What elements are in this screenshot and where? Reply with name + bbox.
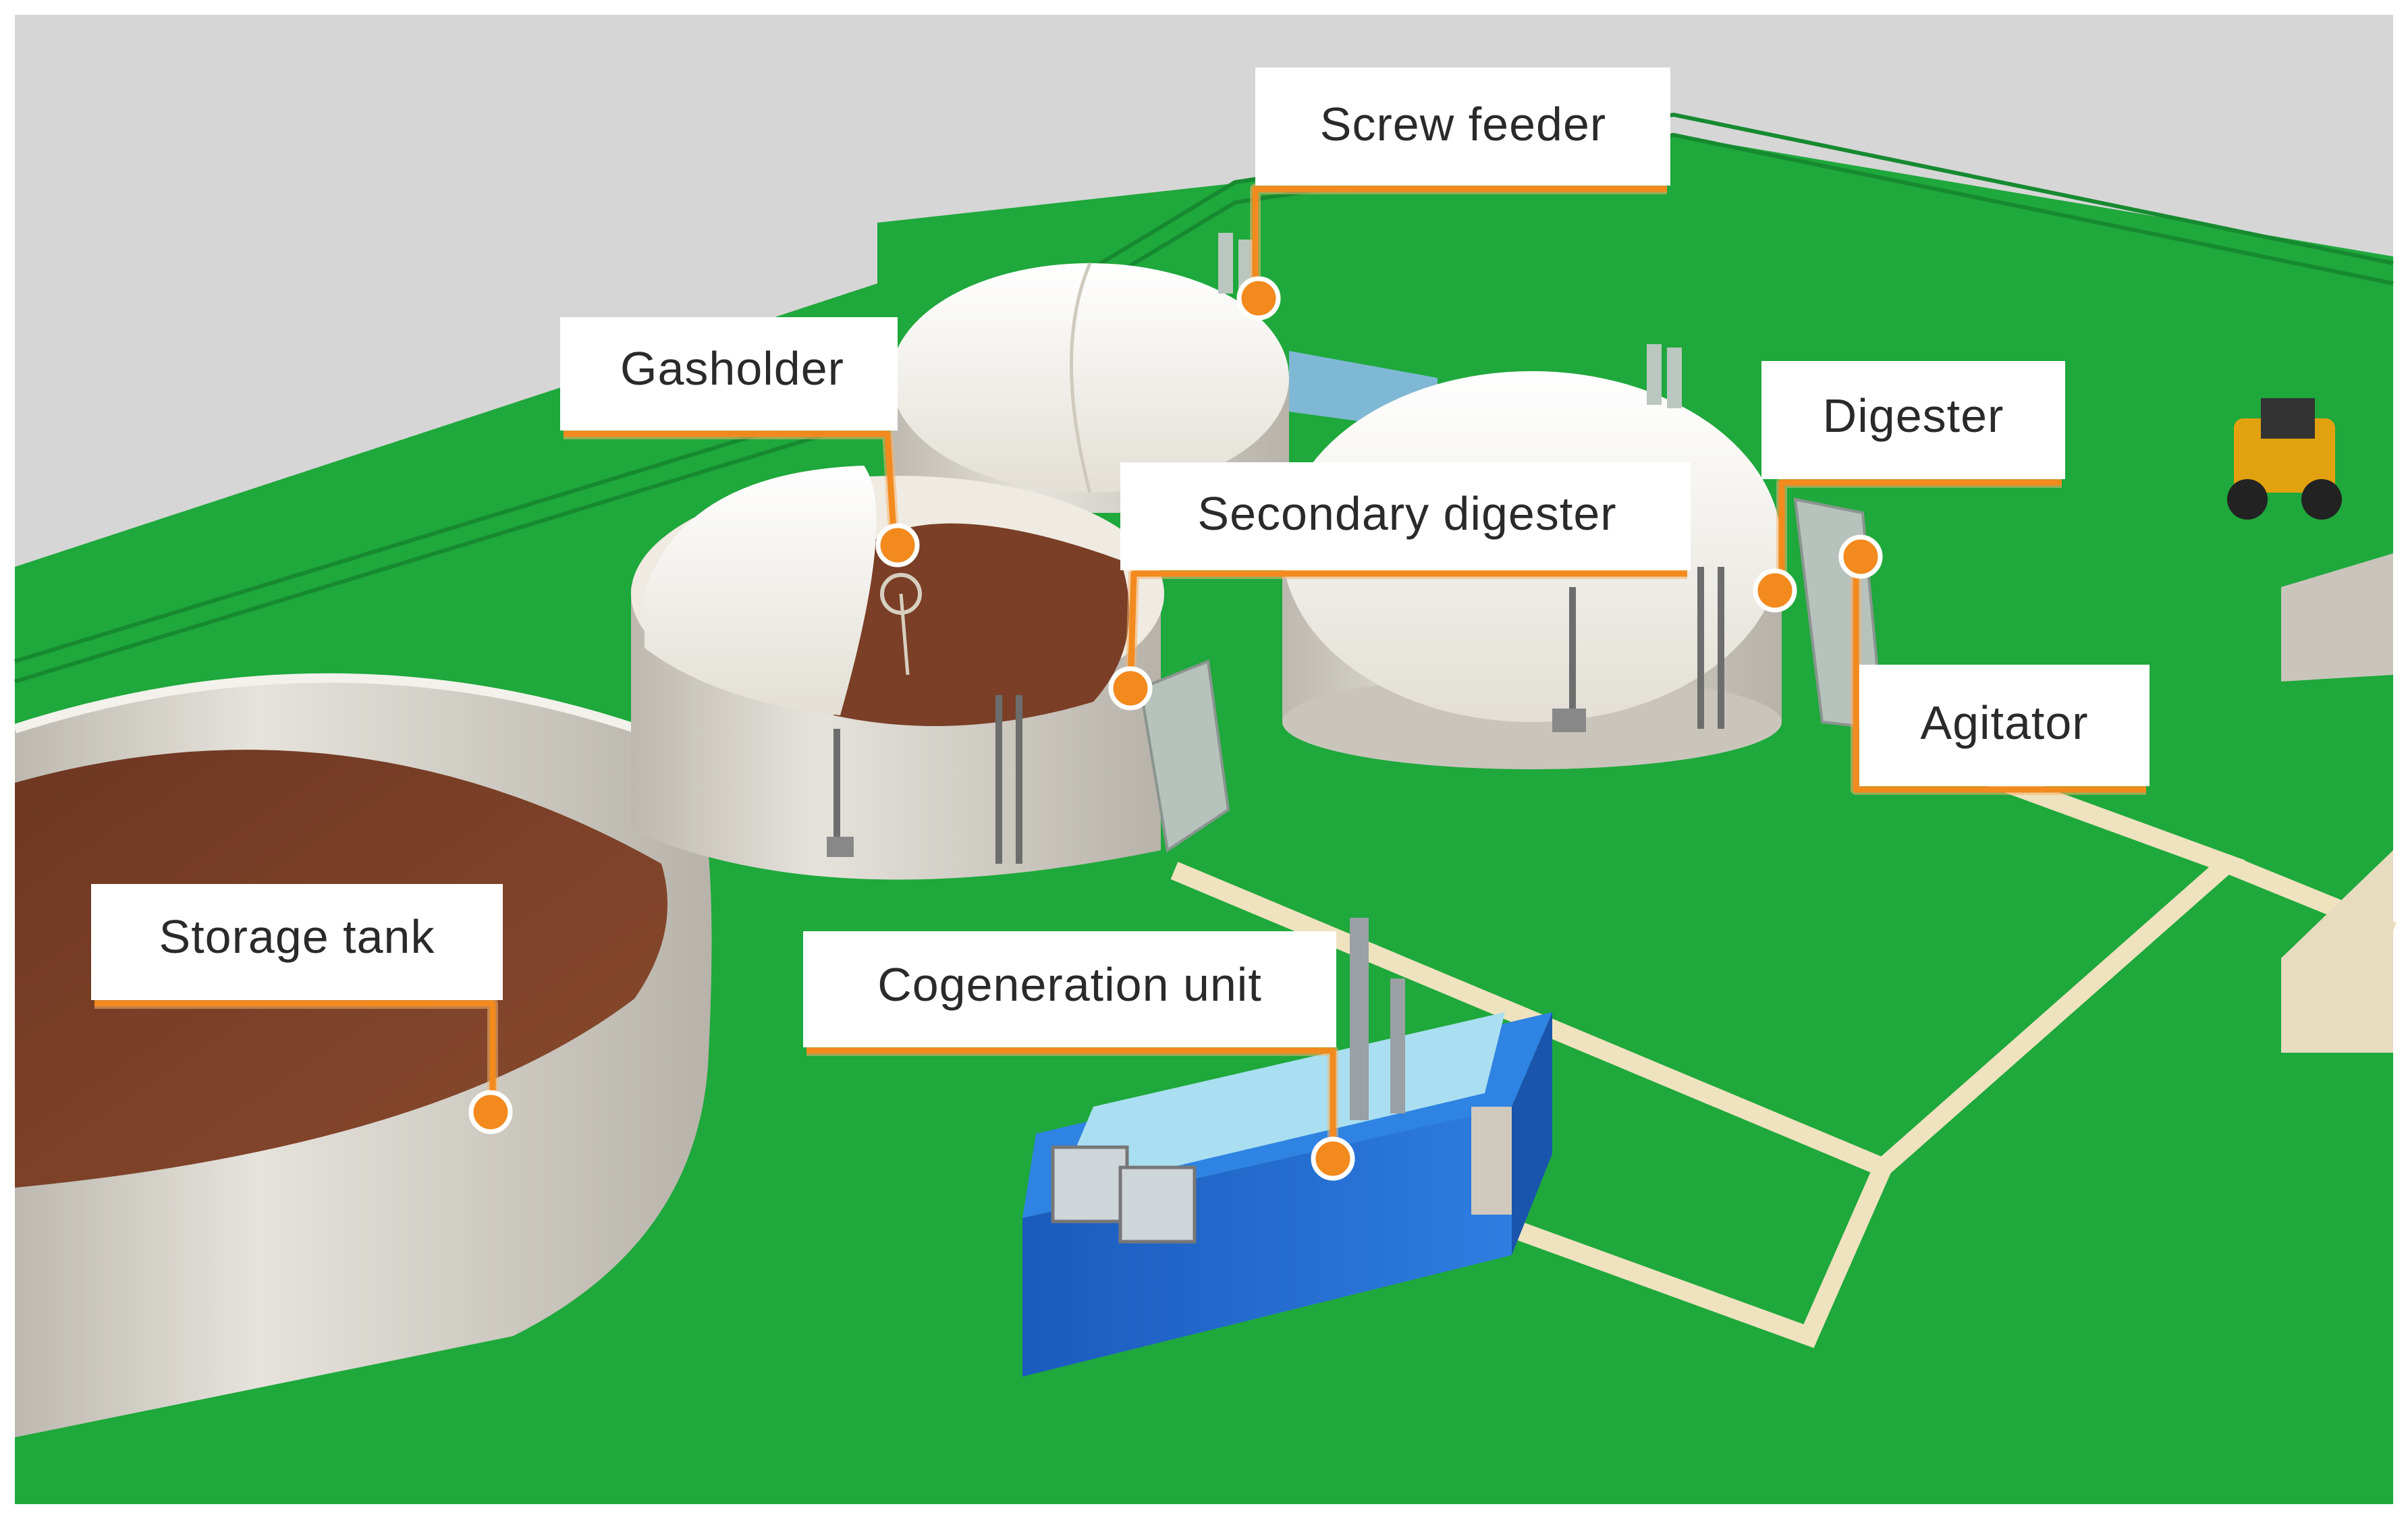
cogeneration-unit-marker xyxy=(1311,1136,1355,1181)
label-digester: Digester xyxy=(1761,361,2065,479)
leader-lines xyxy=(94,184,2146,1157)
label-agitator: Agitator xyxy=(1859,665,2150,786)
secondary-digester-text: Secondary digester xyxy=(1197,487,1616,540)
screw-feeder-text: Screw feeder xyxy=(1320,98,1606,150)
fence xyxy=(14,112,2394,684)
wheel-loader xyxy=(2227,398,2342,520)
label-screw-feeder: Screw feeder xyxy=(1255,67,1670,186)
storage-tank-marker xyxy=(468,1090,513,1134)
digester-marker xyxy=(1753,568,1797,613)
secondary-digester-marker xyxy=(1108,666,1153,711)
shed-building xyxy=(2281,553,2393,682)
label-gasholder: Gasholder xyxy=(560,317,898,431)
screw-feeder-marker xyxy=(1236,276,1281,321)
agitator-text: Agitator xyxy=(1920,696,2088,749)
cogeneration-container xyxy=(1022,918,1552,1377)
stairs-left xyxy=(1139,659,1230,853)
secondary-digester-tank xyxy=(631,466,1164,880)
label-storage-tank: Storage tank xyxy=(91,884,503,1000)
storage-tank-text: Storage tank xyxy=(159,910,435,963)
gasholder-text: Gasholder xyxy=(620,342,844,395)
label-secondary-digester: Secondary digester xyxy=(1120,462,1691,570)
agitator-marker xyxy=(1838,534,1883,579)
label-cogeneration-unit: Cogeneration unit xyxy=(803,931,1336,1047)
side-building xyxy=(2281,850,2393,1053)
gasholder-marker xyxy=(875,523,920,568)
cogeneration-unit-text: Cogeneration unit xyxy=(877,958,1262,1011)
digester-text: Digester xyxy=(1823,389,2004,442)
